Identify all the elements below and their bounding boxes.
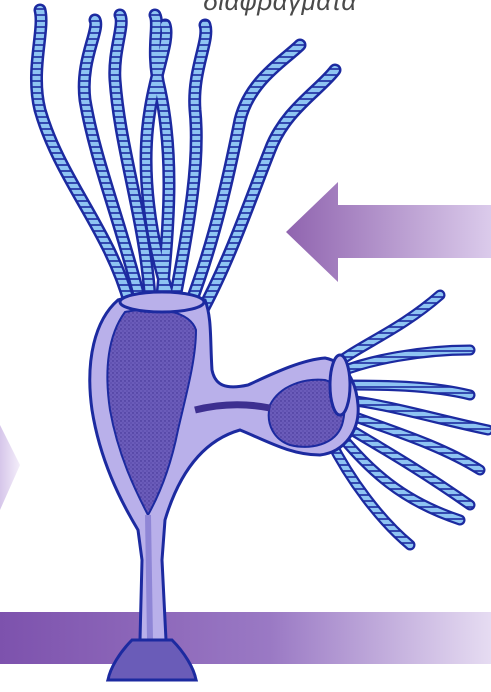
horizontal-band bbox=[0, 612, 491, 664]
polyp-stalk bbox=[148, 515, 150, 640]
caption-label: διαφραγματα bbox=[150, 0, 410, 17]
arrow-left-upper bbox=[286, 182, 491, 282]
arrow-left-lower bbox=[0, 425, 20, 510]
main-tentacles bbox=[36, 10, 335, 315]
hypostome-bud bbox=[330, 355, 350, 415]
hypostome-main bbox=[120, 292, 204, 312]
